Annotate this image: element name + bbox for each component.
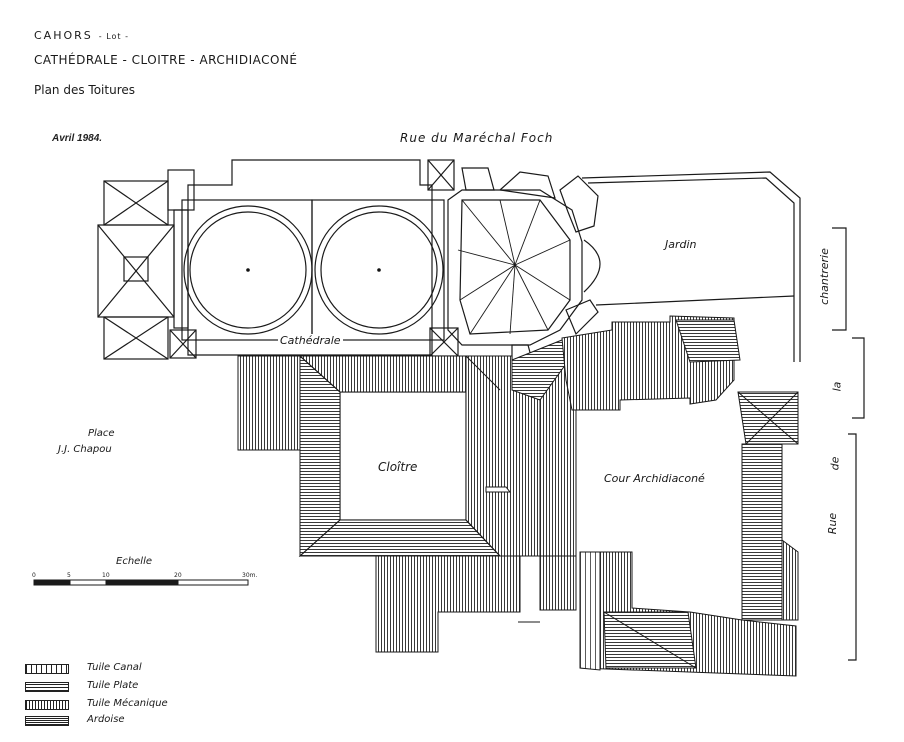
tuile-canal-swatch: [25, 664, 69, 674]
plan-date: Avril 1984.: [52, 133, 103, 144]
dome-east: [314, 205, 444, 335]
label-street-de: de: [828, 456, 842, 471]
scale-tick-5: 5: [67, 572, 71, 579]
scale-tick-20: 20: [174, 572, 182, 579]
scale-bar: [33, 579, 249, 586]
title-dept: - Lot -: [98, 32, 129, 41]
archidiacone-east-wing: [741, 443, 783, 621]
tuile-plate-swatch: [25, 682, 69, 692]
title-plan: Plan des Toitures: [34, 83, 135, 97]
scale-tick-30: 30m.: [242, 572, 258, 579]
legend-label: Tuile Plate: [87, 680, 139, 691]
scale-tick-10: 10: [102, 572, 110, 579]
label-place-name: J.J. Chapou: [58, 444, 112, 455]
legend-label: Tuile Mécanique: [87, 698, 168, 709]
garden-wall: [581, 171, 801, 362]
legend-label: Ardoise: [87, 714, 125, 725]
label-chantrerie: chantrerie: [817, 248, 831, 305]
label-place: Place: [88, 428, 115, 439]
west-tower-south: [103, 316, 169, 360]
south-wing: [375, 555, 521, 653]
cloister-court: [339, 391, 467, 521]
label-street-rue: Rue: [826, 512, 840, 535]
choir-apse: [447, 189, 583, 346]
label-jardin: Jardin: [665, 238, 697, 251]
label-cloitre: Cloître: [378, 460, 418, 474]
ardoise-swatch: [25, 716, 69, 726]
tuile-mecanique-swatch: [25, 700, 69, 710]
label-street-marechal-foch: Rue du Maréchal Foch: [400, 131, 554, 145]
legend-label: Tuile Canal: [87, 662, 142, 673]
title-city: CAHORS- Lot -: [34, 29, 129, 42]
title-subject: CATHÉDRALE - CLOITRE - ARCHIDIACONÉ: [34, 53, 298, 67]
label-cour-archidiacone: Cour Archidiaconé: [604, 472, 705, 485]
scale-title: Echelle: [116, 556, 153, 567]
label-street-la: la: [830, 381, 844, 392]
scale-tick-0: 0: [32, 572, 36, 579]
label-cathedrale: Cathédrale: [278, 334, 343, 347]
